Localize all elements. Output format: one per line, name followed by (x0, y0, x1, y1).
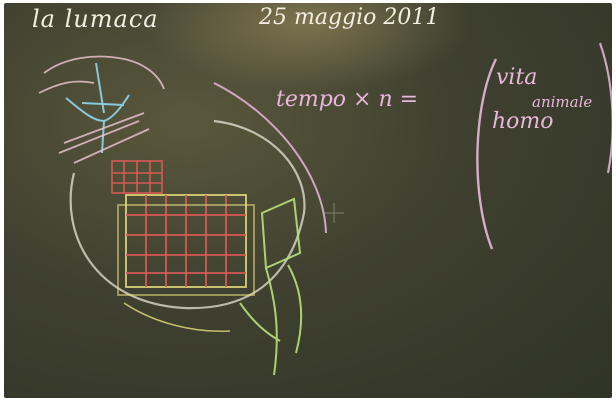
chalk-drawing (38, 42, 612, 376)
light-glare (144, 3, 474, 93)
grid-drawing (117, 194, 255, 296)
formula-homo: homo (492, 109, 554, 134)
board-title: la lumaca (32, 5, 159, 33)
chalkboard: la lumaca 25 maggio 2011 tempo × n = vit… (4, 3, 612, 398)
formula-animale: animale (532, 93, 593, 111)
formula-vita: vita (496, 65, 538, 90)
formula-main: tempo × n = (276, 87, 419, 112)
board-date: 25 maggio 2011 (259, 5, 440, 30)
